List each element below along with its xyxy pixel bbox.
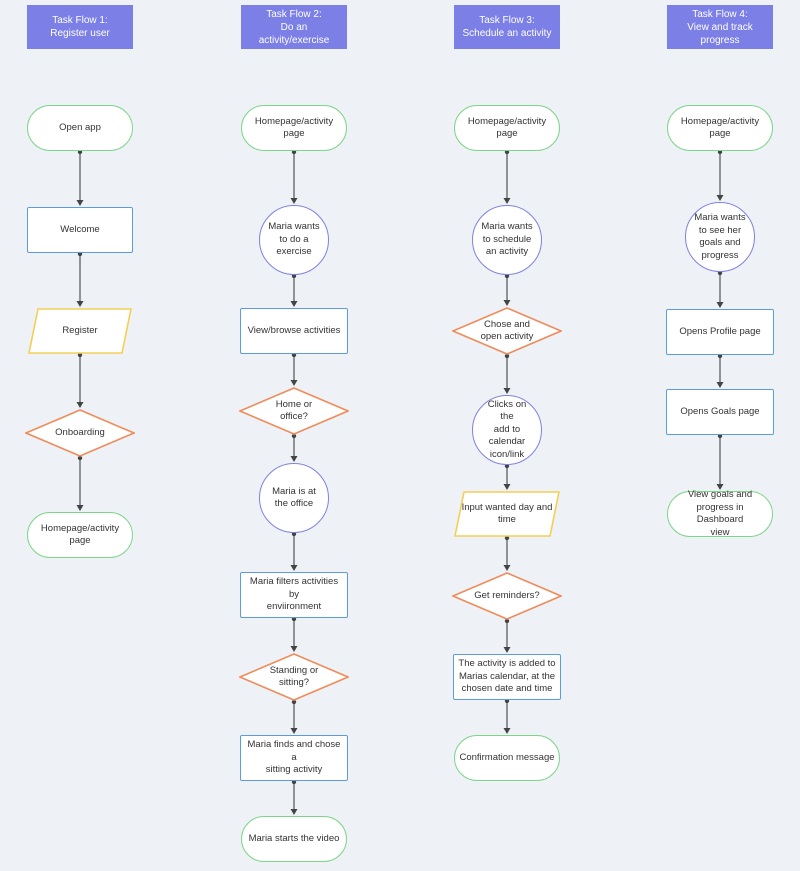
connector-arrow <box>503 353 511 394</box>
connector-arrow <box>716 270 724 308</box>
lane-title: Task Flow 2: Do an activity/exercise <box>258 8 330 46</box>
node-label: Maria wants to do a exercise <box>268 221 320 258</box>
connector-arrow <box>290 149 298 204</box>
connector-arrow <box>503 149 511 204</box>
decision-node-standing-or-sitting: Standing or sitting? <box>239 653 349 701</box>
terminator-node-view-goals-and-progress-in-dashboard-vie: View goals and progress in Dashboard vie… <box>667 489 773 538</box>
diamond-shape <box>452 572 562 620</box>
node-label: Maria filters activities by enviironment <box>249 576 339 613</box>
event-node-maria-wants-to-do-a-exercise: Maria wants to do a exercise <box>259 205 329 275</box>
terminator-node-homepage-activity-page: Homepage/activity page <box>27 512 133 558</box>
node-label: Clicks on the add to calendar icon/link <box>487 398 527 460</box>
connector-arrow <box>290 616 298 652</box>
connector-arrow <box>716 353 724 388</box>
node-label: Homepage/activity page <box>467 115 547 140</box>
node-label: Maria finds and chose a sitting activity <box>247 739 341 776</box>
diamond-shape <box>452 307 562 355</box>
connector-arrow <box>76 251 84 307</box>
lane-title: Task Flow 1: Register user <box>50 15 110 39</box>
connector-arrow <box>290 273 298 307</box>
process-node-opens-goals-page: Opens Goals page <box>666 389 774 435</box>
connector-arrow <box>76 455 84 511</box>
lane-title: Task Flow 4: View and track progress <box>687 8 753 46</box>
decision-node-get-reminders: Get reminders? <box>452 572 562 620</box>
parallelogram-shape <box>28 308 132 354</box>
node-label: Open app <box>59 121 101 133</box>
decision-node-onboarding: Onboarding <box>25 409 135 457</box>
input-node-input-wanted-day-and-time: Input wanted day and time <box>454 491 560 537</box>
node-label: Maria starts the video <box>248 832 340 844</box>
event-node-maria-is-at-the-office: Maria is at the office <box>259 463 329 533</box>
lane-title: Task Flow 3: Schedule an activity <box>462 15 552 39</box>
node-label: The activity is added to Marias calendar… <box>458 658 556 695</box>
terminator-node-confirmation-message: Confirmation message <box>454 735 560 781</box>
node-label: Homepage/activity page <box>254 115 334 140</box>
terminator-node-homepage-activity-page: Homepage/activity page <box>241 105 347 151</box>
connector-arrow <box>503 535 511 571</box>
node-label: View/browse activities <box>247 324 341 336</box>
node-label: Opens Profile page <box>679 325 761 337</box>
connector-arrow <box>716 149 724 201</box>
task-flow-3-header: Task Flow 3: Schedule an activity <box>454 5 560 49</box>
process-node-view-browse-activities: View/browse activities <box>240 308 348 354</box>
connector-arrow <box>290 779 298 815</box>
terminator-node-homepage-activity-page: Homepage/activity page <box>454 105 560 151</box>
task-flow-1-header: Task Flow 1: Register user <box>27 5 133 49</box>
diamond-shape <box>239 387 349 435</box>
node-label: View goals and progress in Dashboard vie… <box>687 489 753 538</box>
task-flow-4-header: Task Flow 4: View and track progress <box>667 5 773 49</box>
connector-arrow <box>503 618 511 653</box>
decision-node-chose-and-open-activity: Chose and open activity <box>452 307 562 355</box>
decision-node-home-or-office: Home or office? <box>239 387 349 435</box>
node-label: Onboarding <box>55 426 105 438</box>
process-node-maria-filters-activities-by-enviironment: Maria filters activities by enviironment <box>240 572 348 618</box>
parallelogram-shape <box>454 491 560 537</box>
process-node-opens-profile-page: Opens Profile page <box>666 309 774 355</box>
node-label: Homepage/activity page <box>680 115 760 140</box>
connector-arrow <box>503 463 511 490</box>
diamond-shape <box>25 409 135 457</box>
connector-arrow <box>76 149 84 206</box>
task-flow-2-header: Task Flow 2: Do an activity/exercise <box>241 5 347 49</box>
input-node-register: Register <box>28 308 132 354</box>
process-node-the-activity-is-added-to-marias-calendar: The activity is added to Marias calendar… <box>453 654 561 700</box>
node-label: Opens Goals page <box>680 405 760 417</box>
node-label: Get reminders? <box>474 589 540 601</box>
diamond-shape <box>239 653 349 701</box>
connector-arrow <box>290 699 298 734</box>
node-label: Standing or sitting? <box>269 664 319 689</box>
connector-arrow <box>76 352 84 408</box>
node-label: Maria wants to schedule an activity <box>481 221 533 258</box>
event-node-maria-wants-to-see-her-goals-and-progres: Maria wants to see her goals and progres… <box>685 202 755 272</box>
node-label: Home or office? <box>275 398 313 423</box>
event-node-maria-wants-to-schedule-an-activity: Maria wants to schedule an activity <box>472 205 542 275</box>
node-label: Welcome <box>60 223 100 235</box>
connector-arrow <box>290 352 298 386</box>
node-label: Maria is at the office <box>272 485 316 510</box>
node-label: Homepage/activity page <box>40 522 120 547</box>
node-label: Maria wants to see her goals and progres… <box>694 212 746 261</box>
node-label: Chose and open activity <box>480 318 534 343</box>
node-label: Register <box>62 324 98 336</box>
connector-arrow <box>716 433 724 490</box>
connector-arrow <box>503 698 511 734</box>
process-node-maria-finds-and-chose-a-sitting-activity: Maria finds and chose a sitting activity <box>240 735 348 781</box>
node-label: Confirmation message <box>459 751 555 763</box>
process-node-welcome: Welcome <box>27 207 133 253</box>
event-node-clicks-on-the-add-to-calendar-icon-link: Clicks on the add to calendar icon/link <box>472 395 542 465</box>
node-label: Input wanted day and time <box>461 501 553 526</box>
terminator-node-homepage-activity-page: Homepage/activity page <box>667 105 773 151</box>
connector-arrow <box>503 273 511 306</box>
terminator-node-maria-starts-the-video: Maria starts the video <box>241 816 347 862</box>
connector-arrow <box>290 433 298 462</box>
connector-arrow <box>290 531 298 571</box>
terminator-node-open-app: Open app <box>27 105 133 151</box>
